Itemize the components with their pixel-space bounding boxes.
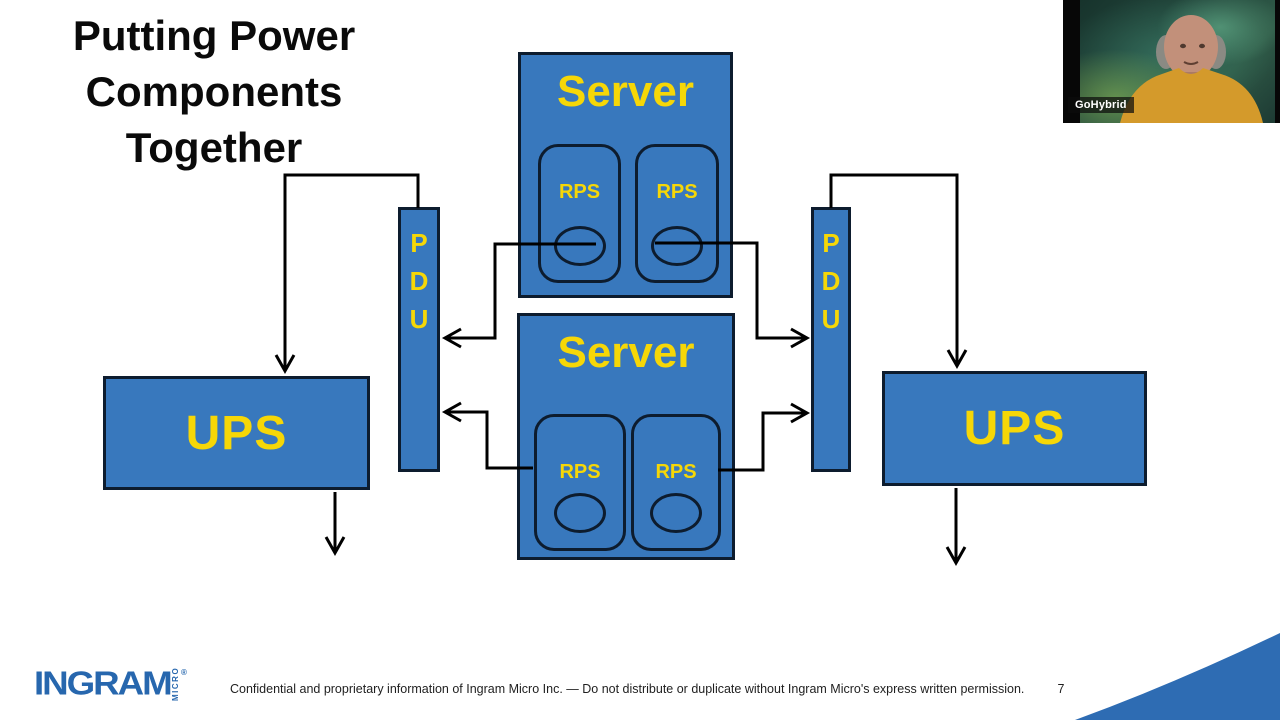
title-line-2: Components (85, 68, 343, 115)
server-bottom-rps-left: RPS (534, 414, 626, 551)
corner-swoosh-decoration (1075, 633, 1280, 720)
logo-micro-text: MICRO (171, 666, 180, 701)
page-number: 7 (1057, 682, 1065, 696)
server-top-rps-right: RPS (635, 144, 719, 283)
title-line-1: Putting Power (72, 12, 356, 59)
power-socket-ellipse (554, 493, 606, 533)
power-socket-ellipse (553, 226, 606, 266)
server-bottom-label: Server (557, 328, 695, 377)
server-top-rps-left: RPS (538, 144, 621, 283)
ingram-micro-logo: INGRAM MICRO ® (34, 664, 187, 703)
pdu-letter: D (409, 266, 429, 296)
rps-label: RPS (559, 461, 601, 483)
pdu-letter: P (410, 228, 428, 258)
webcam-name-label: GoHybrid (1068, 97, 1134, 113)
webcam-video-thumbnail: GoHybrid (1063, 0, 1280, 123)
pdu-letter: D (821, 266, 841, 296)
ups-left-label: UPS (185, 406, 288, 460)
title-line-3: Together (125, 124, 303, 171)
logo-wordmark: INGRAM (34, 664, 173, 703)
rps-label: RPS (656, 181, 698, 203)
rps-label: RPS (558, 181, 601, 203)
pdu-letter: P (822, 228, 840, 258)
server-top-label: Server (556, 67, 694, 116)
power-socket-ellipse (650, 493, 702, 533)
registered-trademark-symbol: ® (181, 668, 187, 677)
slide-title: Putting Power Components Together (18, 8, 410, 176)
pdu-letter: U (821, 304, 841, 334)
pdu-letter: U (409, 304, 429, 334)
server-bottom-rps-right: RPS (631, 414, 721, 551)
pdu-left-box: P D U (398, 207, 440, 472)
rps-label: RPS (655, 461, 697, 483)
ups-right-box: UPS (882, 371, 1147, 486)
speaker-figure (1120, 15, 1263, 123)
ups-right-label: UPS (963, 402, 1066, 455)
power-socket-ellipse (651, 226, 703, 266)
confidentiality-notice: Confidential and proprietary information… (230, 682, 1025, 696)
pdu-right-box: P D U (811, 207, 851, 472)
server-bottom-box: Server RPS RPS (517, 313, 735, 560)
server-top-box: Server RPS RPS (518, 52, 733, 298)
ups-left-box: UPS (103, 376, 370, 490)
